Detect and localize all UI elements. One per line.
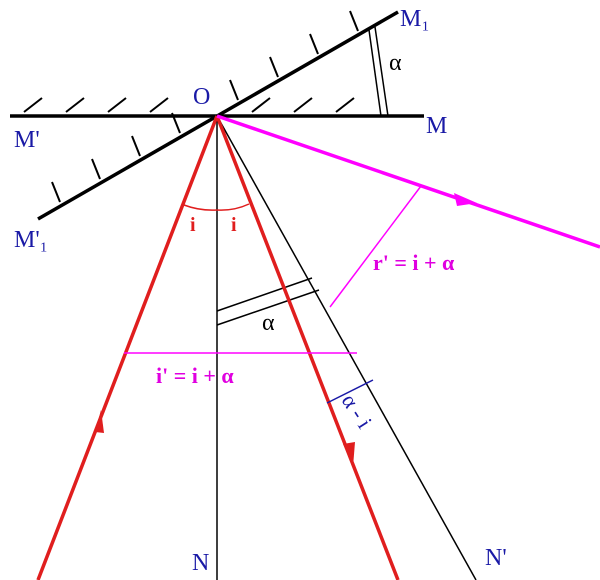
label-alpha-mirrors: α [389, 50, 402, 76]
label-m-prime: M' [14, 127, 40, 153]
label-i-left: i [190, 214, 196, 236]
label-m: M [426, 113, 447, 139]
angle-i-arcs [183, 203, 250, 211]
label-m1: M₁ [400, 6, 430, 32]
label-r-prime: r' = i + α [373, 250, 455, 275]
normal-n-prime [216, 115, 477, 580]
incident-ray-arrow [95, 410, 104, 433]
mirror-mm-hatching [23, 97, 355, 113]
label-o: O [193, 84, 210, 110]
label-n-prime: N' [485, 545, 507, 571]
label-m-prime-1: M'₁ [14, 227, 48, 253]
reflected-ray-red [215, 115, 400, 580]
label-i-prime: i' = i + α [156, 363, 234, 388]
alpha-minus-i-marker [326, 379, 374, 404]
reflected-ray-magenta-arrow [454, 193, 477, 206]
label-i-right: i [231, 214, 237, 236]
label-alpha-normals: α [262, 310, 275, 336]
mirror-m1-hatching [51, 10, 359, 203]
reflected-ray-red-arrow [343, 442, 355, 467]
mirror-angle-marker [368, 26, 389, 117]
r-prime-indicator [329, 185, 422, 308]
normal-angle-marker [216, 277, 320, 326]
reflected-ray-magenta [216, 114, 600, 249]
label-n: N [192, 550, 209, 576]
incident-ray [36, 115, 219, 580]
